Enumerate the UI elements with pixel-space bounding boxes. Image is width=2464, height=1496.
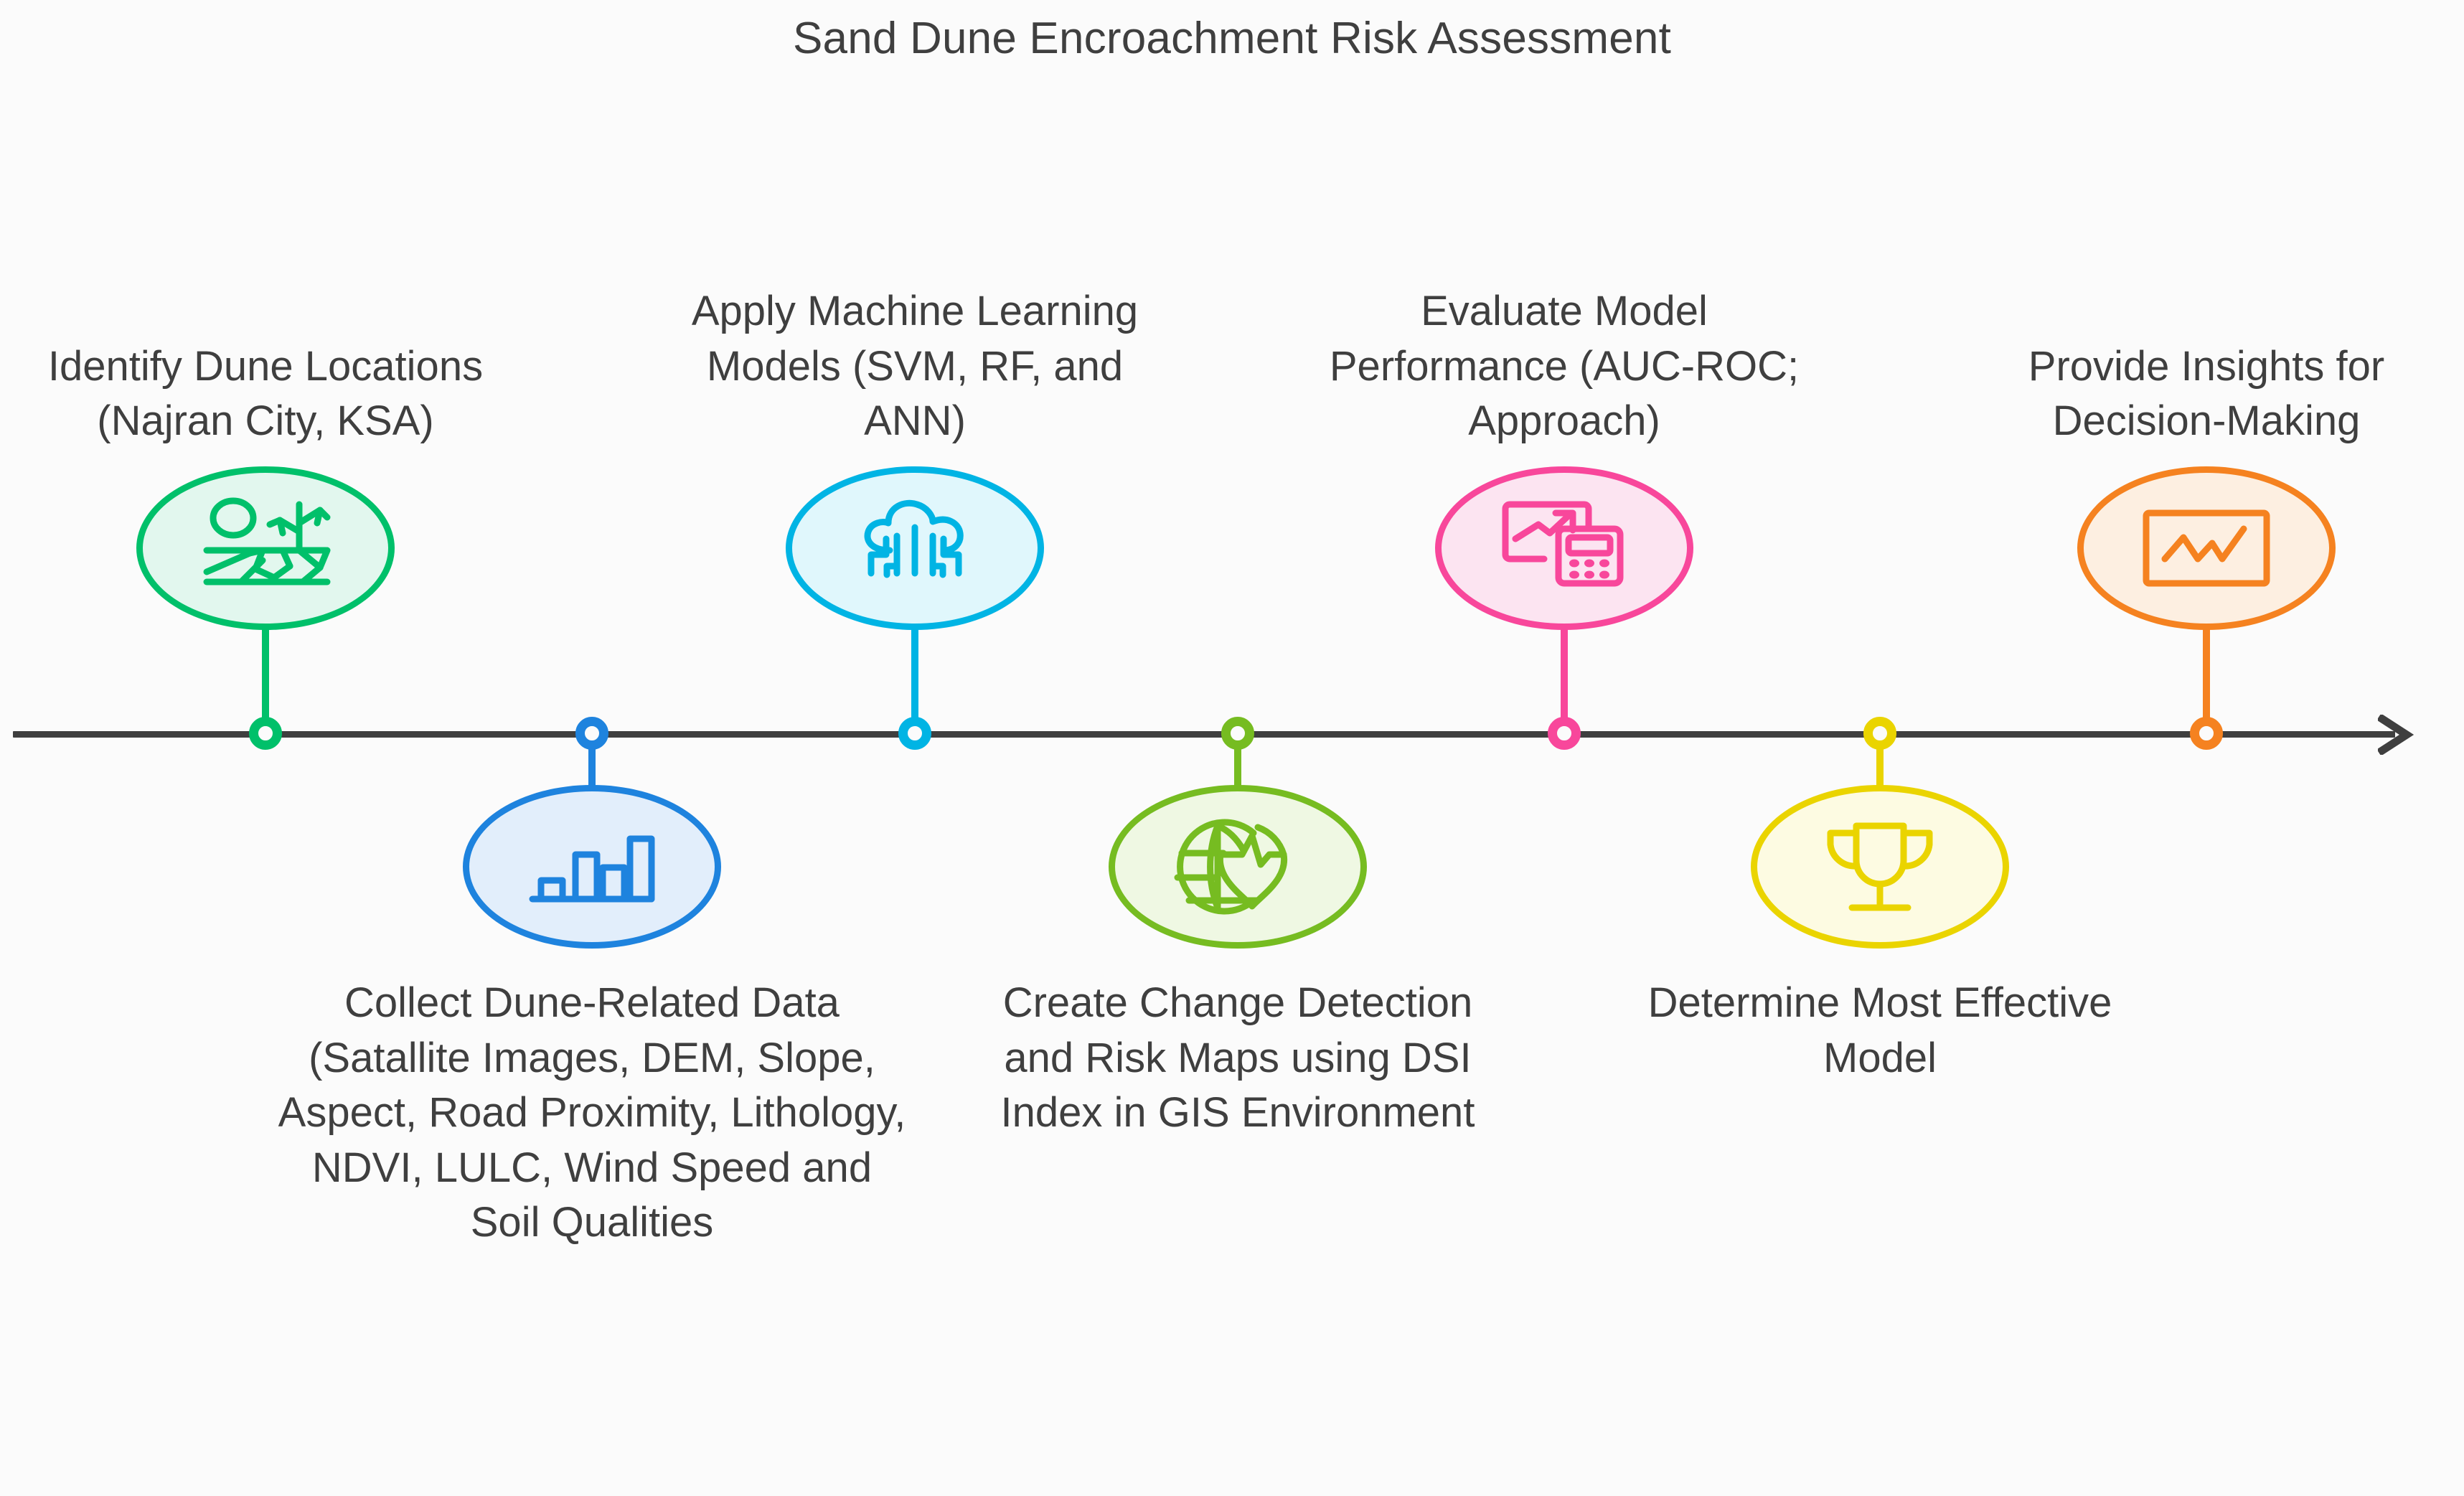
milestone-5-stem: [1561, 629, 1568, 733]
line-chart-frame-icon: [2135, 502, 2278, 595]
milestone-1-node[interactable]: [249, 717, 282, 750]
milestone-7-stem: [2203, 629, 2210, 733]
milestone-2-node[interactable]: [575, 717, 608, 750]
milestone-7-node[interactable]: [2190, 717, 2223, 750]
milestone-4-icon-bubble[interactable]: [1109, 785, 1367, 949]
milestone-1-label: Identify Dune Locations (Najran City, KS…: [47, 342, 484, 445]
milestone-7-label: Provide Insights for Decision-Making: [2028, 342, 2385, 445]
milestone-3-node[interactable]: [898, 717, 931, 750]
globe-pulse-icon: [1173, 813, 1302, 921]
milestone-1-stem: [262, 629, 269, 733]
milestone-5-node[interactable]: [1548, 717, 1581, 750]
milestone-4-node[interactable]: [1221, 717, 1254, 750]
milestone-6-node[interactable]: [1863, 717, 1896, 750]
milestone-4-label: Create Change Detection and Risk Maps us…: [1000, 979, 1475, 1137]
milestone-2-label: Collect Dune-Related Data (Satallite Ima…: [278, 979, 906, 1246]
milestone-5-label: Evaluate Model Performance (AUC-ROC; App…: [1329, 288, 1800, 445]
desert-dune-landscape-icon: [194, 494, 337, 602]
milestone-5-icon-bubble[interactable]: [1435, 466, 1693, 630]
milestone-6-icon-bubble[interactable]: [1751, 785, 2009, 949]
axis-line: [13, 731, 2395, 738]
milestone-2-icon-bubble[interactable]: [463, 785, 721, 949]
milestone-3-stem: [911, 629, 918, 733]
timeline-axis: [13, 715, 2424, 755]
milestone-3-label: Apply Machine Learning Models (SVM, RF, …: [691, 288, 1139, 445]
milestone-6-label: Determine Most Effective Model: [1647, 979, 2112, 1081]
milestone-3-icon-bubble[interactable]: [786, 466, 1044, 630]
milestone-1-icon-bubble[interactable]: [136, 466, 395, 630]
milestone-7-icon-bubble[interactable]: [2077, 466, 2336, 630]
trophy-icon: [1812, 813, 1948, 921]
chart-calculator-icon: [1492, 494, 1636, 602]
cloud-computing-icon: [847, 494, 983, 602]
bar-chart-icon: [524, 820, 660, 913]
page-title: Sand Dune Encroachment Risk Assessment: [792, 14, 1672, 63]
